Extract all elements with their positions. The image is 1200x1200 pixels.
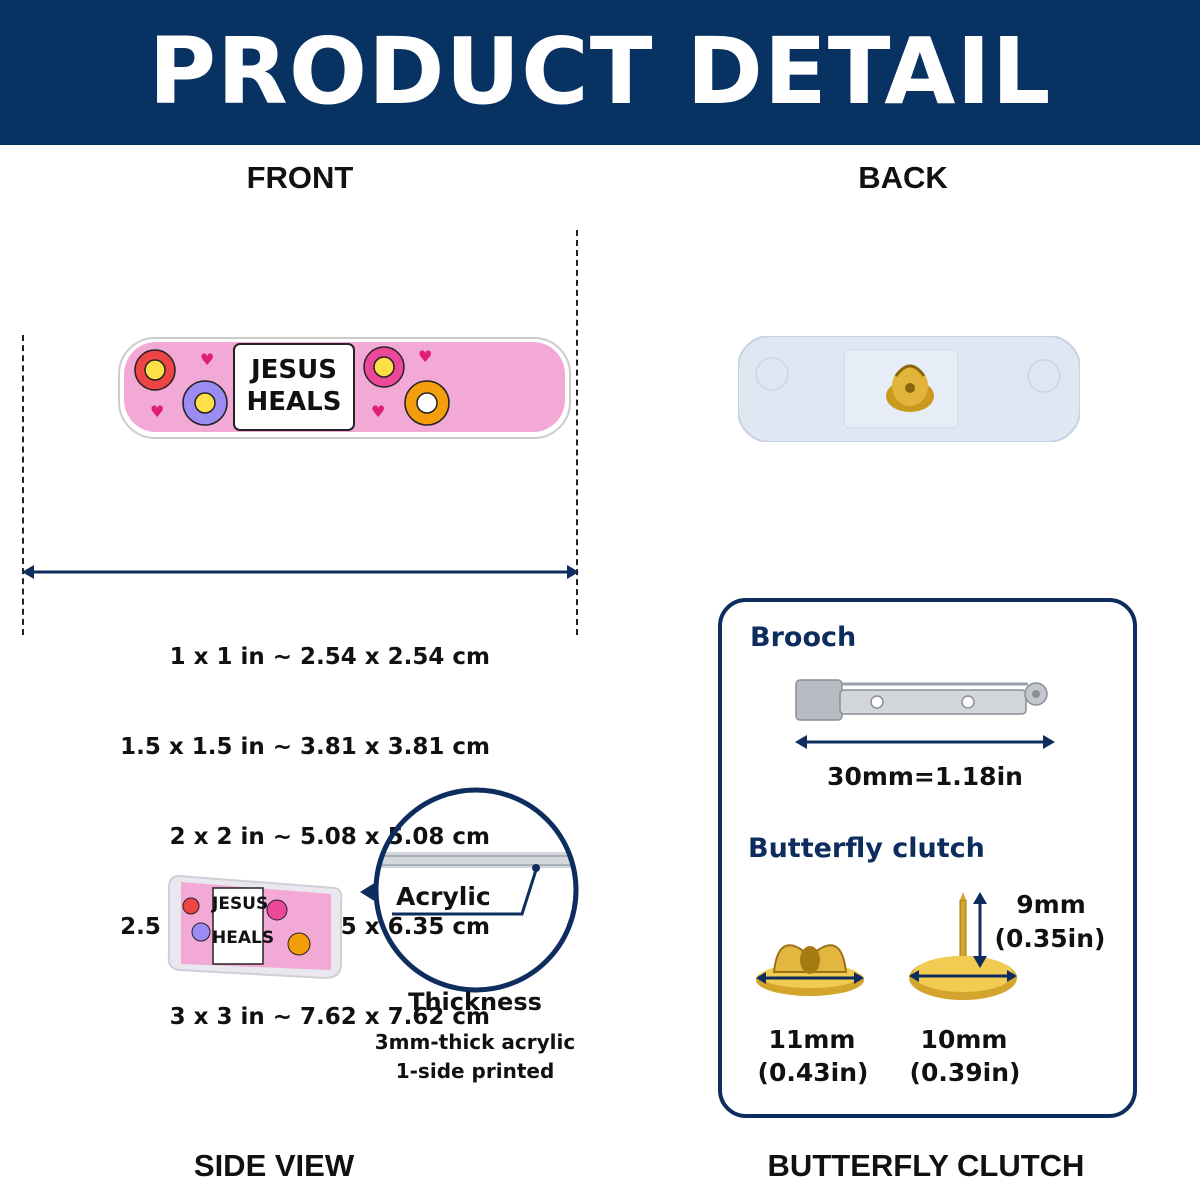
side-patch-text-line1: JESUS bbox=[212, 894, 269, 914]
size-item: 2 x 2 in ~ 5.08 x 5.08 cm bbox=[169, 824, 490, 850]
butterfly-clutch-image bbox=[756, 944, 864, 996]
svg-text:♥: ♥ bbox=[371, 402, 385, 421]
front-label: FRONT bbox=[246, 160, 354, 195]
svg-text:♥: ♥ bbox=[418, 347, 432, 366]
width-arrow bbox=[22, 565, 579, 579]
back-label: BACK bbox=[858, 160, 948, 195]
butterfly-clutch-title: Butterfly clutch bbox=[748, 833, 985, 864]
pin-base-mm: 10mm bbox=[920, 1025, 1008, 1054]
pin-height-mm: 9mm bbox=[1016, 890, 1086, 919]
patch-text-line1: JESUS bbox=[251, 355, 337, 385]
clutch-back-icon bbox=[886, 364, 934, 412]
svg-text:♥: ♥ bbox=[200, 350, 214, 369]
pin-height-in: (0.35in) bbox=[994, 924, 1106, 953]
orange-flower-icon bbox=[404, 380, 450, 426]
back-pin-image bbox=[738, 336, 1080, 442]
brooch-pin-image bbox=[795, 679, 1048, 721]
accessories-box bbox=[718, 598, 1137, 1118]
acrylic-label: Acrylic bbox=[396, 882, 491, 911]
clutch-width-mm: 11mm bbox=[768, 1025, 856, 1054]
thickness-desc-line1: 3mm-thick acrylic bbox=[374, 1030, 576, 1054]
magenta-flower-icon bbox=[363, 346, 405, 388]
brooch-length-arrow bbox=[795, 735, 1055, 749]
header-banner bbox=[0, 0, 1200, 145]
size-item: 3 x 3 in ~ 7.62 x 7.62 cm bbox=[169, 1004, 490, 1030]
size-item: 1 x 1 in ~ 2.54 x 2.54 cm bbox=[169, 644, 490, 670]
brooch-length-label: 30mm=1.18in bbox=[827, 762, 1023, 791]
butterfly-clutch-label: BUTTERFLY CLUTCH bbox=[767, 1148, 1085, 1183]
pin-height-arrow bbox=[973, 892, 987, 968]
front-pin-image: ♥ ♥ ♥ ♥ JESUS HEALS bbox=[118, 337, 571, 439]
side-view-pin-image bbox=[167, 874, 343, 980]
thickness-desc-line2: 1-side printed bbox=[395, 1059, 555, 1083]
thickness-label: Thickness bbox=[408, 988, 542, 1016]
pin-base-in: (0.39in) bbox=[909, 1058, 1021, 1087]
thickness-magnifier bbox=[360, 787, 579, 993]
page-title: PRODUCT DETAIL bbox=[148, 18, 1052, 125]
brooch-title: Brooch bbox=[750, 622, 857, 653]
size-item: 1.5 x 1.5 in ~ 3.81 x 3.81 cm bbox=[120, 734, 490, 760]
red-flower-icon bbox=[134, 349, 176, 391]
purple-flower-icon bbox=[182, 380, 228, 426]
side-view-label: SIDE VIEW bbox=[193, 1148, 355, 1183]
right-guide-line bbox=[576, 230, 578, 635]
pin-post-image bbox=[909, 892, 1017, 1000]
left-guide-line bbox=[22, 335, 24, 635]
side-patch-text-line2: HEALS bbox=[212, 928, 275, 948]
svg-text:♥: ♥ bbox=[150, 402, 164, 421]
clutch-width-in: (0.43in) bbox=[757, 1058, 869, 1087]
patch-text-line2: HEALS bbox=[246, 387, 342, 417]
